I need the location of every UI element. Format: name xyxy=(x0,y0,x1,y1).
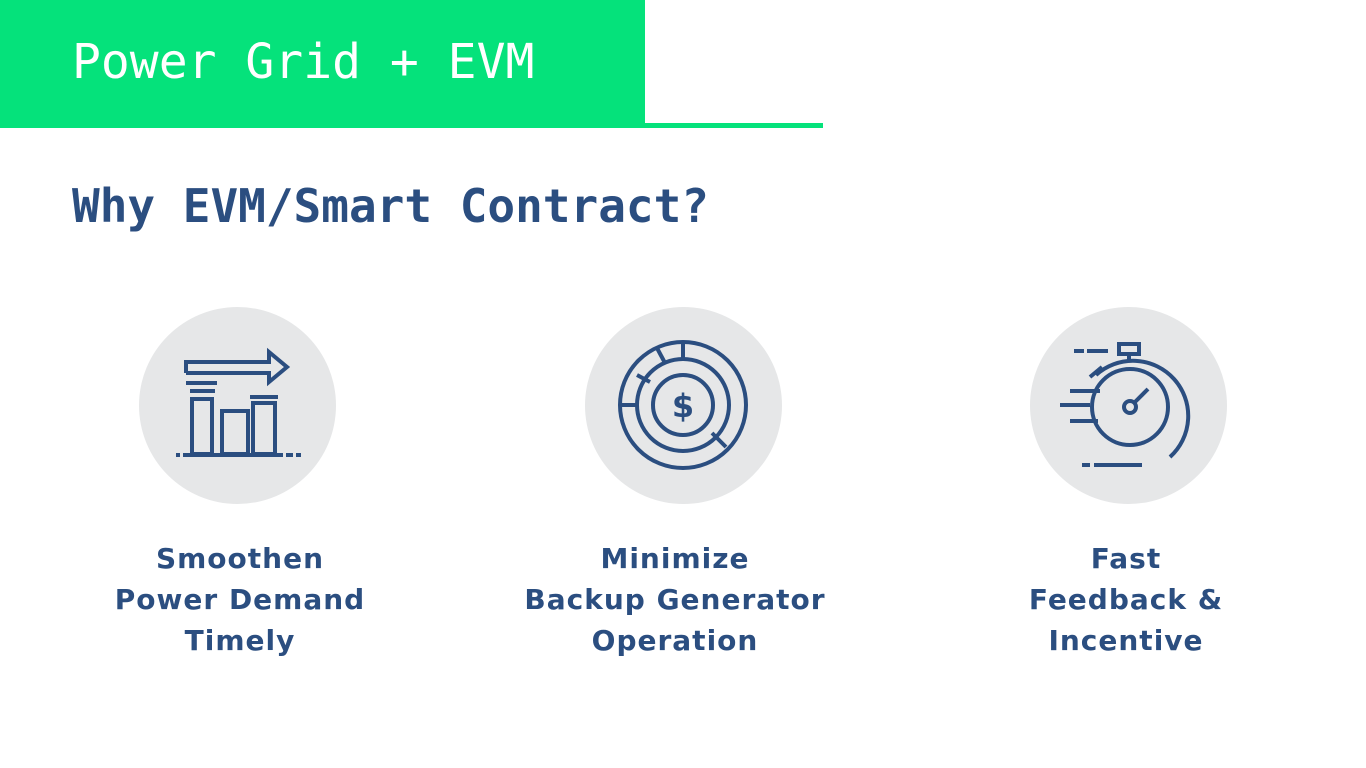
donut-chart-dollar-icon: $ xyxy=(585,307,782,504)
feature-label-line: Feedback & xyxy=(1028,583,1224,616)
bar-chart-arrow-icon xyxy=(139,307,336,504)
feature-label-line: Timely xyxy=(184,624,296,657)
title-band xyxy=(0,0,645,128)
svg-text:$: $ xyxy=(672,387,694,425)
slide-subtitle: Why EVM/Smart Contract? xyxy=(72,179,709,233)
fast-stopwatch-icon xyxy=(1030,307,1227,504)
feature-label-smoothen: Smoothen Power Demand Timely xyxy=(70,538,410,661)
feature-label-fast: Fast Feedback & Incentive xyxy=(956,538,1296,661)
feature-label-line: Operation xyxy=(591,624,759,657)
feature-label-minimize: Minimize Backup Generator Operation xyxy=(505,538,845,661)
feature-label-line: Power Demand xyxy=(114,583,366,616)
feature-label-line: Backup Generator xyxy=(524,583,826,616)
feature-label-line: Smoothen xyxy=(155,542,325,575)
slide-title: Power Grid + EVM xyxy=(72,34,535,90)
feature-label-line: Incentive xyxy=(1048,624,1204,657)
feature-label-line: Fast xyxy=(1090,542,1162,575)
title-underline xyxy=(645,123,823,128)
feature-label-line: Minimize xyxy=(600,542,750,575)
